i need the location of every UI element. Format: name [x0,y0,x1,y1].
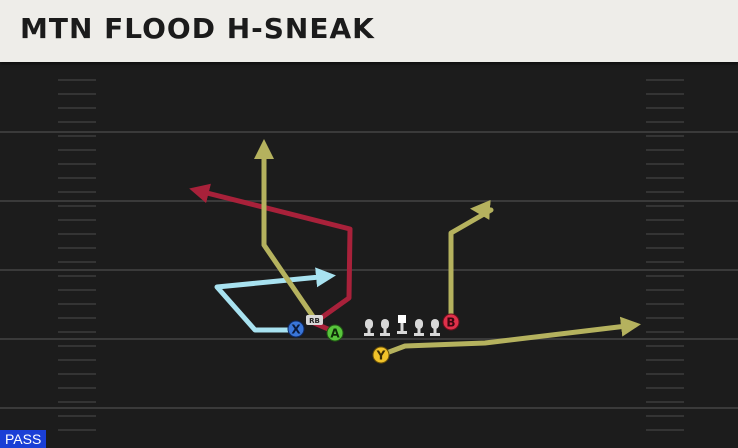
player-x-label: X [291,323,301,337]
play-type-badge: PASS [0,430,47,448]
player-y-label: Y [376,349,386,363]
player-rb-label: RB [309,317,320,325]
player-a[interactable]: A [326,324,344,342]
route-b [448,199,494,322]
player-b[interactable]: B [442,313,460,331]
route-rb [254,139,317,320]
yard-lines [0,131,738,409]
hash-marks-right [646,79,684,431]
lineman-left-tackle [364,319,374,336]
lineman-right-guard [414,319,424,336]
route-a [189,183,353,335]
play-diagram: RB X A B Y [0,79,738,431]
player-b-label: B [446,316,455,330]
route-x [214,267,336,333]
player-y[interactable]: Y [372,346,390,364]
offensive-line [364,315,440,336]
lineman-left-guard [380,319,390,336]
play-title: MTN FLOOD H-SNEAK [20,12,375,45]
route-y [380,316,641,358]
lineman-center [397,315,407,334]
play-field: RB X A B Y [0,62,738,448]
lineman-right-tackle [430,319,440,336]
player-a-label: A [330,327,340,341]
hash-marks-left [58,79,96,431]
player-rb[interactable]: RB [306,315,323,325]
play-header: MTN FLOOD H-SNEAK [0,0,738,62]
player-x[interactable]: X [287,320,305,338]
